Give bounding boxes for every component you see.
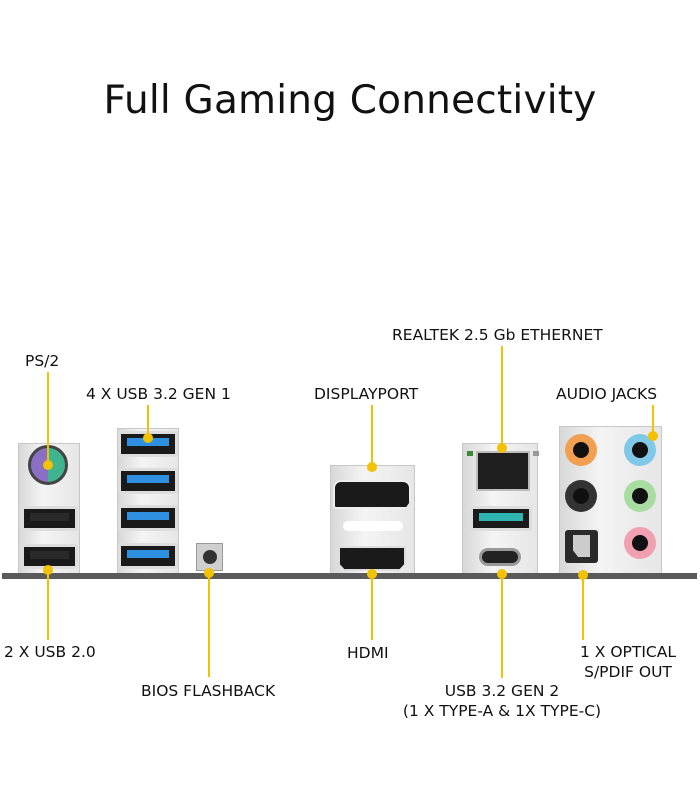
- callout-line: [371, 405, 373, 467]
- label-usb32-gen2-line2: (1 X TYPE-A & 1X TYPE-C): [402, 702, 602, 720]
- callout-dot: [143, 433, 153, 443]
- usb32-gen1-port: [118, 505, 178, 531]
- label-usb32-gen2: USB 3.2 GEN 2 (1 X TYPE-A & 1X TYPE-C): [402, 681, 602, 721]
- callout-dot: [204, 568, 214, 578]
- label-optical: 1 X OPTICAL S/PDIF OUT: [572, 642, 684, 682]
- callout-line: [501, 346, 503, 448]
- callout-line: [652, 405, 654, 436]
- callout-dot: [367, 462, 377, 472]
- audio-jack-pink: [624, 527, 656, 559]
- led-icon: [533, 451, 539, 456]
- callout-line: [208, 572, 210, 677]
- callout-line: [47, 570, 49, 640]
- label-ethernet: REALTEK 2.5 Gb ETHERNET: [392, 326, 603, 344]
- audio-jack-green: [624, 480, 656, 512]
- callout-dot: [497, 443, 507, 453]
- audio-jack-black: [565, 480, 597, 512]
- callout-line: [47, 372, 49, 466]
- callout-dot: [367, 569, 377, 579]
- led-icon: [467, 451, 473, 456]
- label-bios-flashback: BIOS FLASHBACK: [141, 682, 276, 700]
- label-usb32-gen1: 4 X USB 3.2 GEN 1: [86, 385, 231, 403]
- bios-flashback-button[interactable]: [196, 543, 223, 571]
- label-ps2: PS/2: [25, 352, 60, 370]
- page-title: Full Gaming Connectivity: [103, 78, 597, 123]
- usb32-gen1-port: [118, 543, 178, 569]
- optical-spdif-port: [565, 530, 598, 563]
- io-shield-base: [2, 573, 697, 579]
- callout-line: [371, 573, 373, 640]
- label-hdmi: HDMI: [347, 644, 389, 662]
- callout-line: [501, 573, 503, 678]
- divider: [343, 521, 403, 531]
- displayport-port: [333, 480, 411, 509]
- label-usb20: 2 X USB 2.0: [4, 643, 96, 661]
- audio-jack-orange: [565, 434, 597, 466]
- callout-dot: [578, 570, 588, 580]
- callout-dot: [43, 565, 53, 575]
- callout-dot: [648, 431, 658, 441]
- usb20-port: [21, 506, 78, 531]
- callout-dot: [43, 460, 53, 470]
- label-displayport: DISPLAYPORT: [314, 385, 419, 403]
- usb32-gen2-type-a-port: [470, 506, 532, 531]
- label-optical-line1: 1 X OPTICAL: [580, 643, 676, 661]
- usb32-gen1-port: [118, 468, 178, 494]
- hdmi-port: [338, 546, 406, 571]
- label-usb32-gen2-line1: USB 3.2 GEN 2: [444, 682, 560, 700]
- callout-line: [582, 574, 584, 640]
- ethernet-port: [476, 451, 530, 491]
- usb32-gen2-type-c-port: [479, 548, 521, 566]
- label-audio-jacks: AUDIO JACKS: [556, 385, 658, 403]
- callout-dot: [497, 569, 507, 579]
- label-optical-line2: S/PDIF OUT: [584, 663, 672, 681]
- callout-line: [147, 405, 149, 438]
